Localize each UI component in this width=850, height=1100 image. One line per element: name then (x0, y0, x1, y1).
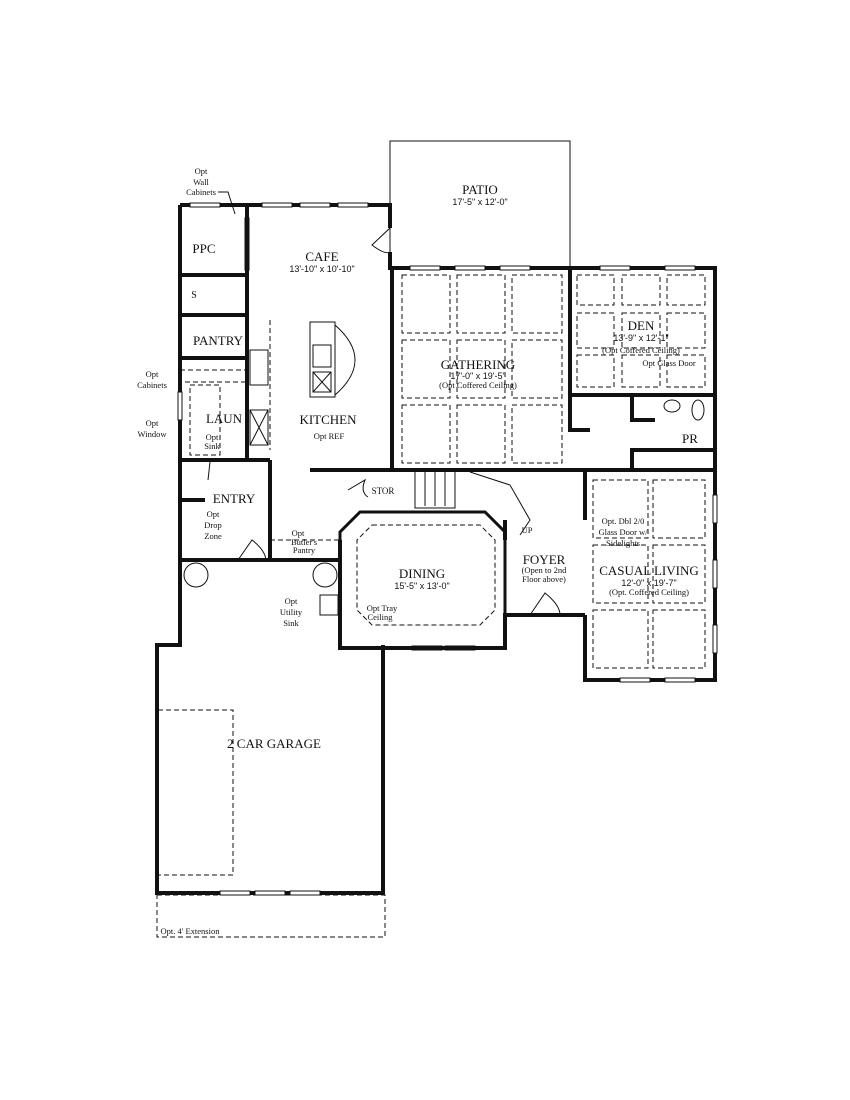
svg-text:Utility: Utility (280, 607, 303, 617)
room-label-dining: DINING (399, 566, 445, 581)
annotation-tray-ceiling: Opt Tray Ceiling (367, 603, 398, 622)
room-label-s: S (191, 290, 197, 301)
room-dims-patio: 17'-5" x 12'-0" (452, 197, 507, 207)
annotation-drop-zone: Opt Drop Zone (204, 509, 222, 541)
room-label-cafe: CAFE (305, 249, 338, 264)
annotation-butlers-pantry: Opt Butler's Pantry (291, 528, 317, 555)
room-label-patio: PATIO (462, 182, 498, 197)
svg-text:Opt: Opt (206, 432, 219, 442)
room-label-kitchen: KITCHEN (299, 412, 357, 427)
svg-text:Drop: Drop (204, 520, 221, 530)
room-note-gathering: (Opt Coffered Ceiling) (439, 380, 517, 390)
svg-text:Opt: Opt (146, 369, 159, 379)
kitchen-island (183, 321, 705, 616)
windows (177, 202, 718, 896)
room-note-foyer-1: (Open to 2nd (522, 565, 568, 575)
svg-text:Opt: Opt (285, 596, 298, 606)
door-swings (207, 227, 561, 616)
svg-text:Window: Window (138, 429, 168, 439)
svg-text:Cabinets: Cabinets (137, 380, 167, 390)
annotation-glass-door: Opt Glass Door (642, 358, 696, 368)
svg-text:Butler's: Butler's (291, 537, 317, 547)
stairs-up-label: UP (522, 525, 533, 535)
svg-text:Opt Tray: Opt Tray (367, 603, 398, 613)
svg-text:Opt: Opt (207, 509, 220, 519)
annotation-extension: Opt. 4' Extension (161, 926, 221, 936)
annotation-dbl-glass-door: Opt. Dbl 2/0 Glass Door w/ Sidelights (598, 516, 648, 548)
svg-text:Opt: Opt (195, 166, 208, 176)
annotation-window: Opt Window (138, 418, 168, 439)
room-label-ppc: PPC (192, 241, 215, 256)
room-note-casual-living: (Opt. Coffered Ceiling) (609, 587, 689, 597)
room-note-foyer-2: Floor above) (522, 574, 566, 584)
exterior-walls (155, 203, 717, 895)
annotation-cabinets: Opt Cabinets (137, 369, 167, 390)
svg-text:Cabinets: Cabinets (186, 187, 216, 197)
room-dims-casual-living: 12'-0" x 19'-7" (621, 578, 676, 588)
svg-text:Wall: Wall (193, 177, 209, 187)
svg-text:Glass Door w/: Glass Door w/ (598, 527, 648, 537)
annotation-utility-sink: Opt Utility Sink (280, 596, 303, 628)
svg-text:Sink: Sink (283, 618, 299, 628)
svg-text:Sidelights: Sidelights (606, 538, 640, 548)
room-label-den: DEN (628, 318, 655, 333)
room-dims-dining: 15'-5" x 13'-0" (394, 581, 449, 591)
room-label-laun: LAUN (206, 411, 243, 426)
room-label-foyer: FOYER (523, 552, 566, 567)
room-label-stor: STOR (372, 486, 395, 496)
annotation-sink: Opt Sink (204, 432, 220, 451)
room-dims-den: 13'-9" x 12'-1" (613, 333, 668, 343)
room-label-pantry: PANTRY (193, 333, 244, 348)
svg-text:Zone: Zone (204, 531, 222, 541)
room-label-casual-living: CASUAL LIVING (599, 563, 699, 578)
room-label-gathering: GATHERING (441, 357, 515, 372)
room-label-entry: ENTRY (213, 491, 256, 506)
room-label-pr: PR (682, 431, 698, 446)
svg-text:Opt: Opt (146, 418, 159, 428)
svg-text:Pantry: Pantry (293, 545, 316, 555)
room-dims-gathering: 17'-0" x 19'-5" (450, 371, 505, 381)
dashed-features (156, 274, 706, 938)
room-dims-cafe: 13'-10" x 10'-10" (289, 264, 354, 274)
room-label-garage: 2 CAR GARAGE (227, 736, 321, 751)
svg-text:Sink: Sink (204, 441, 220, 451)
svg-text:Ceiling: Ceiling (367, 612, 393, 622)
annotation-wall-cabinets: Opt Wall Cabinets (186, 166, 216, 197)
svg-text:Opt. Dbl 2/0: Opt. Dbl 2/0 (602, 516, 645, 526)
svg-text:Opt: Opt (292, 528, 305, 538)
room-note-den: (Opt Coffered Ceiling) (602, 345, 680, 355)
annotation-opt-ref: Opt REF (314, 431, 345, 441)
staircase (414, 470, 531, 536)
